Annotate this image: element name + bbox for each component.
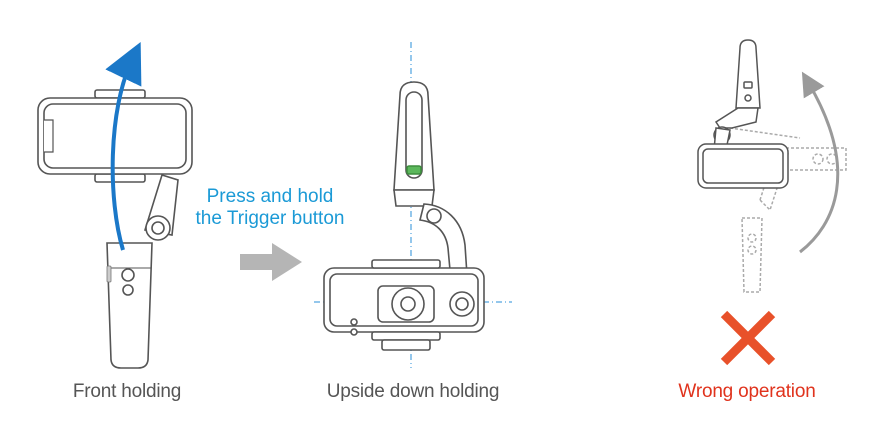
- instruction-line-2: the Trigger button: [195, 208, 345, 229]
- trigger-instruction: Press and hold the Trigger button: [170, 186, 370, 230]
- gimbal-handle: [735, 39, 761, 109]
- caption-wrong-operation: Wrong operation: [678, 381, 816, 402]
- caption-upside-down-holding: Upside down holding: [326, 381, 500, 402]
- right-arrow-icon: [240, 243, 302, 281]
- status-light-icon: [406, 165, 422, 175]
- joystick-icon: [121, 268, 135, 282]
- wrong-operation-gimbal: [697, 39, 847, 293]
- cross-mark-icon: [720, 310, 776, 366]
- gimbal-arm: [714, 107, 759, 129]
- gimbal-handle: [106, 242, 153, 369]
- caption-front-holding: Front holding: [72, 381, 182, 402]
- curved-arrow-icon: [799, 71, 840, 254]
- curved-arrow-icon: [105, 41, 142, 251]
- upside-down-gimbal: [323, 81, 485, 351]
- mode-button-icon: [122, 284, 134, 296]
- instruction-line-1: Press and hold: [206, 186, 334, 207]
